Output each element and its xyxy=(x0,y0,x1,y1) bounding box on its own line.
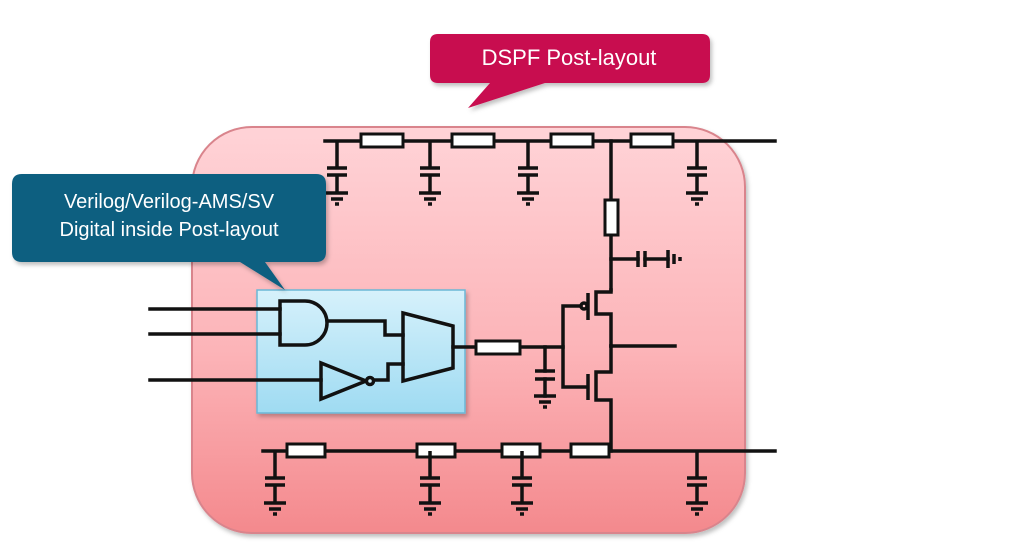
top-rail-capacitor xyxy=(326,141,348,206)
bottom-rail-capacitor xyxy=(686,451,708,516)
top-rail-capacitor xyxy=(517,141,539,206)
resistor xyxy=(474,339,522,356)
digital-callout-bubble xyxy=(12,174,326,290)
multiplexer xyxy=(401,310,455,384)
resistor xyxy=(603,198,620,237)
dspf-callout-label: DSPF Post-layout xyxy=(482,45,657,70)
dspf-callout: DSPF Post-layout xyxy=(430,34,710,108)
and-gate xyxy=(278,299,329,347)
dspf-callout-bubble xyxy=(430,34,710,108)
resistor xyxy=(415,442,457,459)
top-rail-capacitor xyxy=(686,141,708,206)
inverter xyxy=(319,360,371,402)
digital-callout-line1: Verilog/Verilog-AMS/SV xyxy=(64,191,275,213)
digital-callout: Verilog/Verilog-AMS/SV Digital inside Po… xyxy=(12,174,326,290)
bottom-rail-capacitor xyxy=(264,451,286,516)
digital-block xyxy=(256,289,466,414)
resistor xyxy=(569,442,611,459)
resistor xyxy=(629,132,675,149)
bottom-rail-capacitor xyxy=(511,451,533,516)
resistor xyxy=(549,132,595,149)
resistor xyxy=(359,132,405,149)
inverter-bubble xyxy=(364,375,376,387)
nmos-drain-wire xyxy=(594,344,613,453)
gate-capacitor xyxy=(534,369,556,409)
digital-callout-line2: Digital inside Post-layout xyxy=(60,219,279,241)
resistor xyxy=(285,442,327,459)
pmos-drain-wire xyxy=(594,288,613,348)
resistor xyxy=(450,132,496,149)
bottom-rail-capacitor xyxy=(419,451,441,516)
pmos-bubble xyxy=(579,301,589,311)
top-rail-capacitor xyxy=(419,141,441,206)
